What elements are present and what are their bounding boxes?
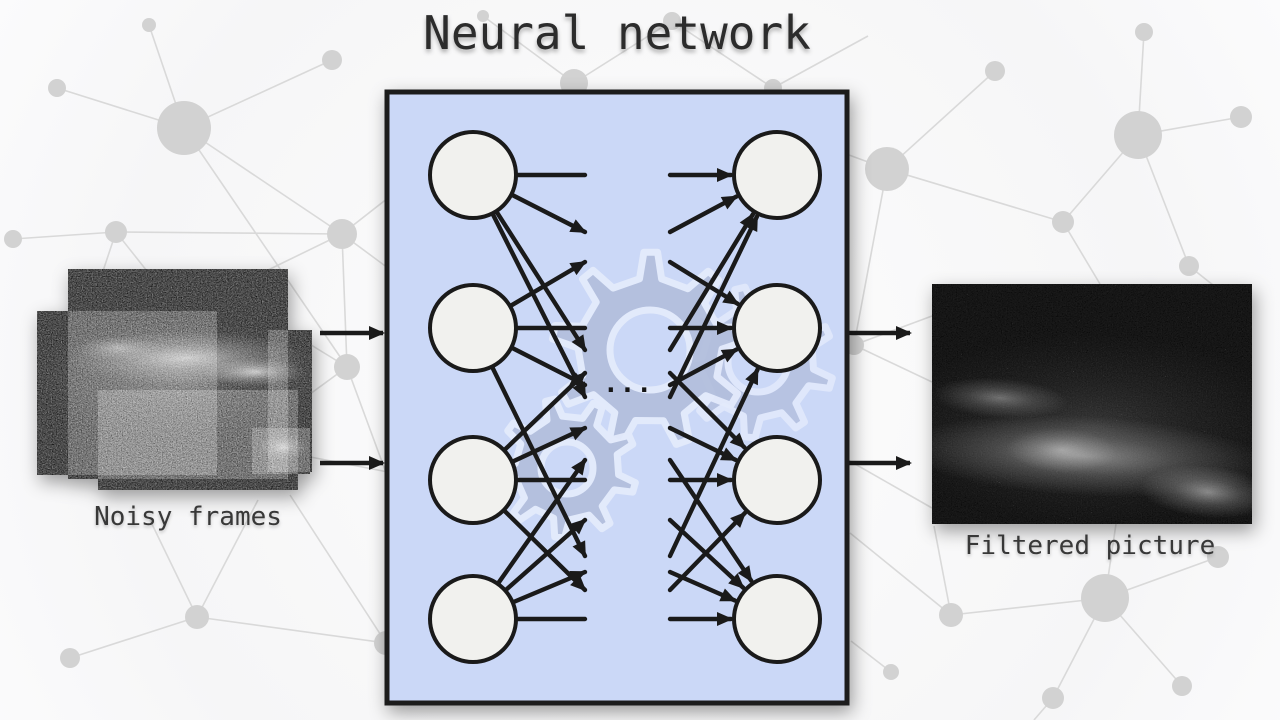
nn-edge — [667, 194, 739, 235]
milkyway-glow — [37, 318, 312, 461]
bg-node — [1042, 687, 1064, 709]
bg-node — [939, 603, 963, 627]
nn-edge — [501, 370, 588, 453]
nn-edge — [509, 425, 588, 465]
bg-node — [327, 219, 357, 249]
bg-edge — [115, 231, 343, 235]
nn-node — [732, 130, 822, 220]
nn-node — [428, 283, 518, 373]
nn-edge — [507, 259, 588, 309]
nn-node — [428, 130, 518, 220]
nn-edge — [503, 517, 588, 593]
bg-node — [1135, 23, 1153, 41]
bg-edge — [933, 525, 952, 616]
bg-edge — [183, 59, 333, 129]
bg-edge — [853, 315, 933, 346]
bg-node — [1172, 676, 1192, 696]
nn-node — [732, 574, 822, 664]
nn-edge — [667, 457, 754, 583]
bg-node — [1230, 106, 1252, 128]
bg-edge — [853, 344, 933, 383]
nn-node — [732, 283, 822, 373]
filtered-picture-label: Filtered picture — [964, 531, 1216, 561]
bg-node — [142, 18, 156, 32]
page-title: Neural network — [423, 6, 811, 60]
bg-edge — [196, 499, 259, 618]
bg-node — [185, 605, 209, 629]
noisy-frames-label: Noisy frames — [94, 502, 282, 532]
nn-edge — [667, 347, 739, 388]
noisy-frames-image — [37, 269, 312, 490]
bg-edge — [772, 35, 869, 89]
bg-edge — [69, 616, 198, 659]
bg-edge — [12, 231, 117, 240]
bg-edge — [183, 127, 348, 368]
bg-node — [157, 101, 211, 155]
bg-edge — [853, 168, 888, 346]
nn-node — [428, 435, 518, 525]
milkyway-band — [932, 284, 1252, 524]
nn-edge — [490, 211, 588, 400]
bg-edge — [341, 233, 348, 368]
bg-edge — [196, 616, 387, 644]
bg-edge — [573, 20, 673, 84]
bg-node — [105, 221, 127, 243]
bg-node — [60, 648, 80, 668]
bg-node — [1207, 546, 1229, 568]
bg-edge — [482, 15, 575, 84]
nn-edge — [667, 370, 747, 450]
bg-edge — [850, 640, 892, 673]
nn-edge — [495, 457, 588, 586]
nn-edge — [489, 364, 588, 559]
nn-edge — [509, 192, 588, 235]
nn-edge — [667, 367, 760, 559]
bg-node — [663, 12, 681, 30]
bg-edge — [886, 168, 1064, 223]
nn-edge — [667, 569, 738, 603]
bg-node — [4, 230, 22, 248]
bg-node — [1052, 211, 1074, 233]
nn-edge — [667, 214, 760, 400]
bg-node — [985, 61, 1005, 81]
nn-node — [428, 574, 518, 664]
nn-edge — [510, 569, 588, 605]
bg-node — [865, 147, 909, 191]
bg-edge — [289, 494, 387, 644]
bg-node — [477, 10, 489, 22]
bg-node — [883, 664, 899, 680]
bg-node — [48, 79, 66, 97]
filtered-picture-image — [932, 284, 1252, 524]
bg-edge — [183, 127, 343, 235]
io-arrows — [320, 326, 912, 470]
bg-node — [1114, 111, 1162, 159]
bg-node — [334, 354, 360, 380]
bg-edge — [671, 20, 774, 89]
nn-node — [732, 435, 822, 525]
bg-edge — [886, 70, 996, 170]
bg-edge — [849, 532, 952, 616]
bg-node — [1179, 256, 1199, 276]
bg-node — [322, 50, 342, 70]
nn-edge — [667, 425, 738, 463]
bg-node — [1081, 574, 1129, 622]
bg-edge — [149, 519, 198, 618]
bg-edge — [950, 597, 1106, 616]
neural-network-box — [384, 89, 850, 706]
nn-edge — [667, 517, 746, 590]
fine-grain — [932, 284, 1252, 524]
bg-edge — [847, 459, 933, 509]
hidden-layers-ellipsis: ... — [603, 369, 653, 399]
bg-edge — [1062, 221, 1101, 285]
nn-edge — [667, 259, 740, 307]
